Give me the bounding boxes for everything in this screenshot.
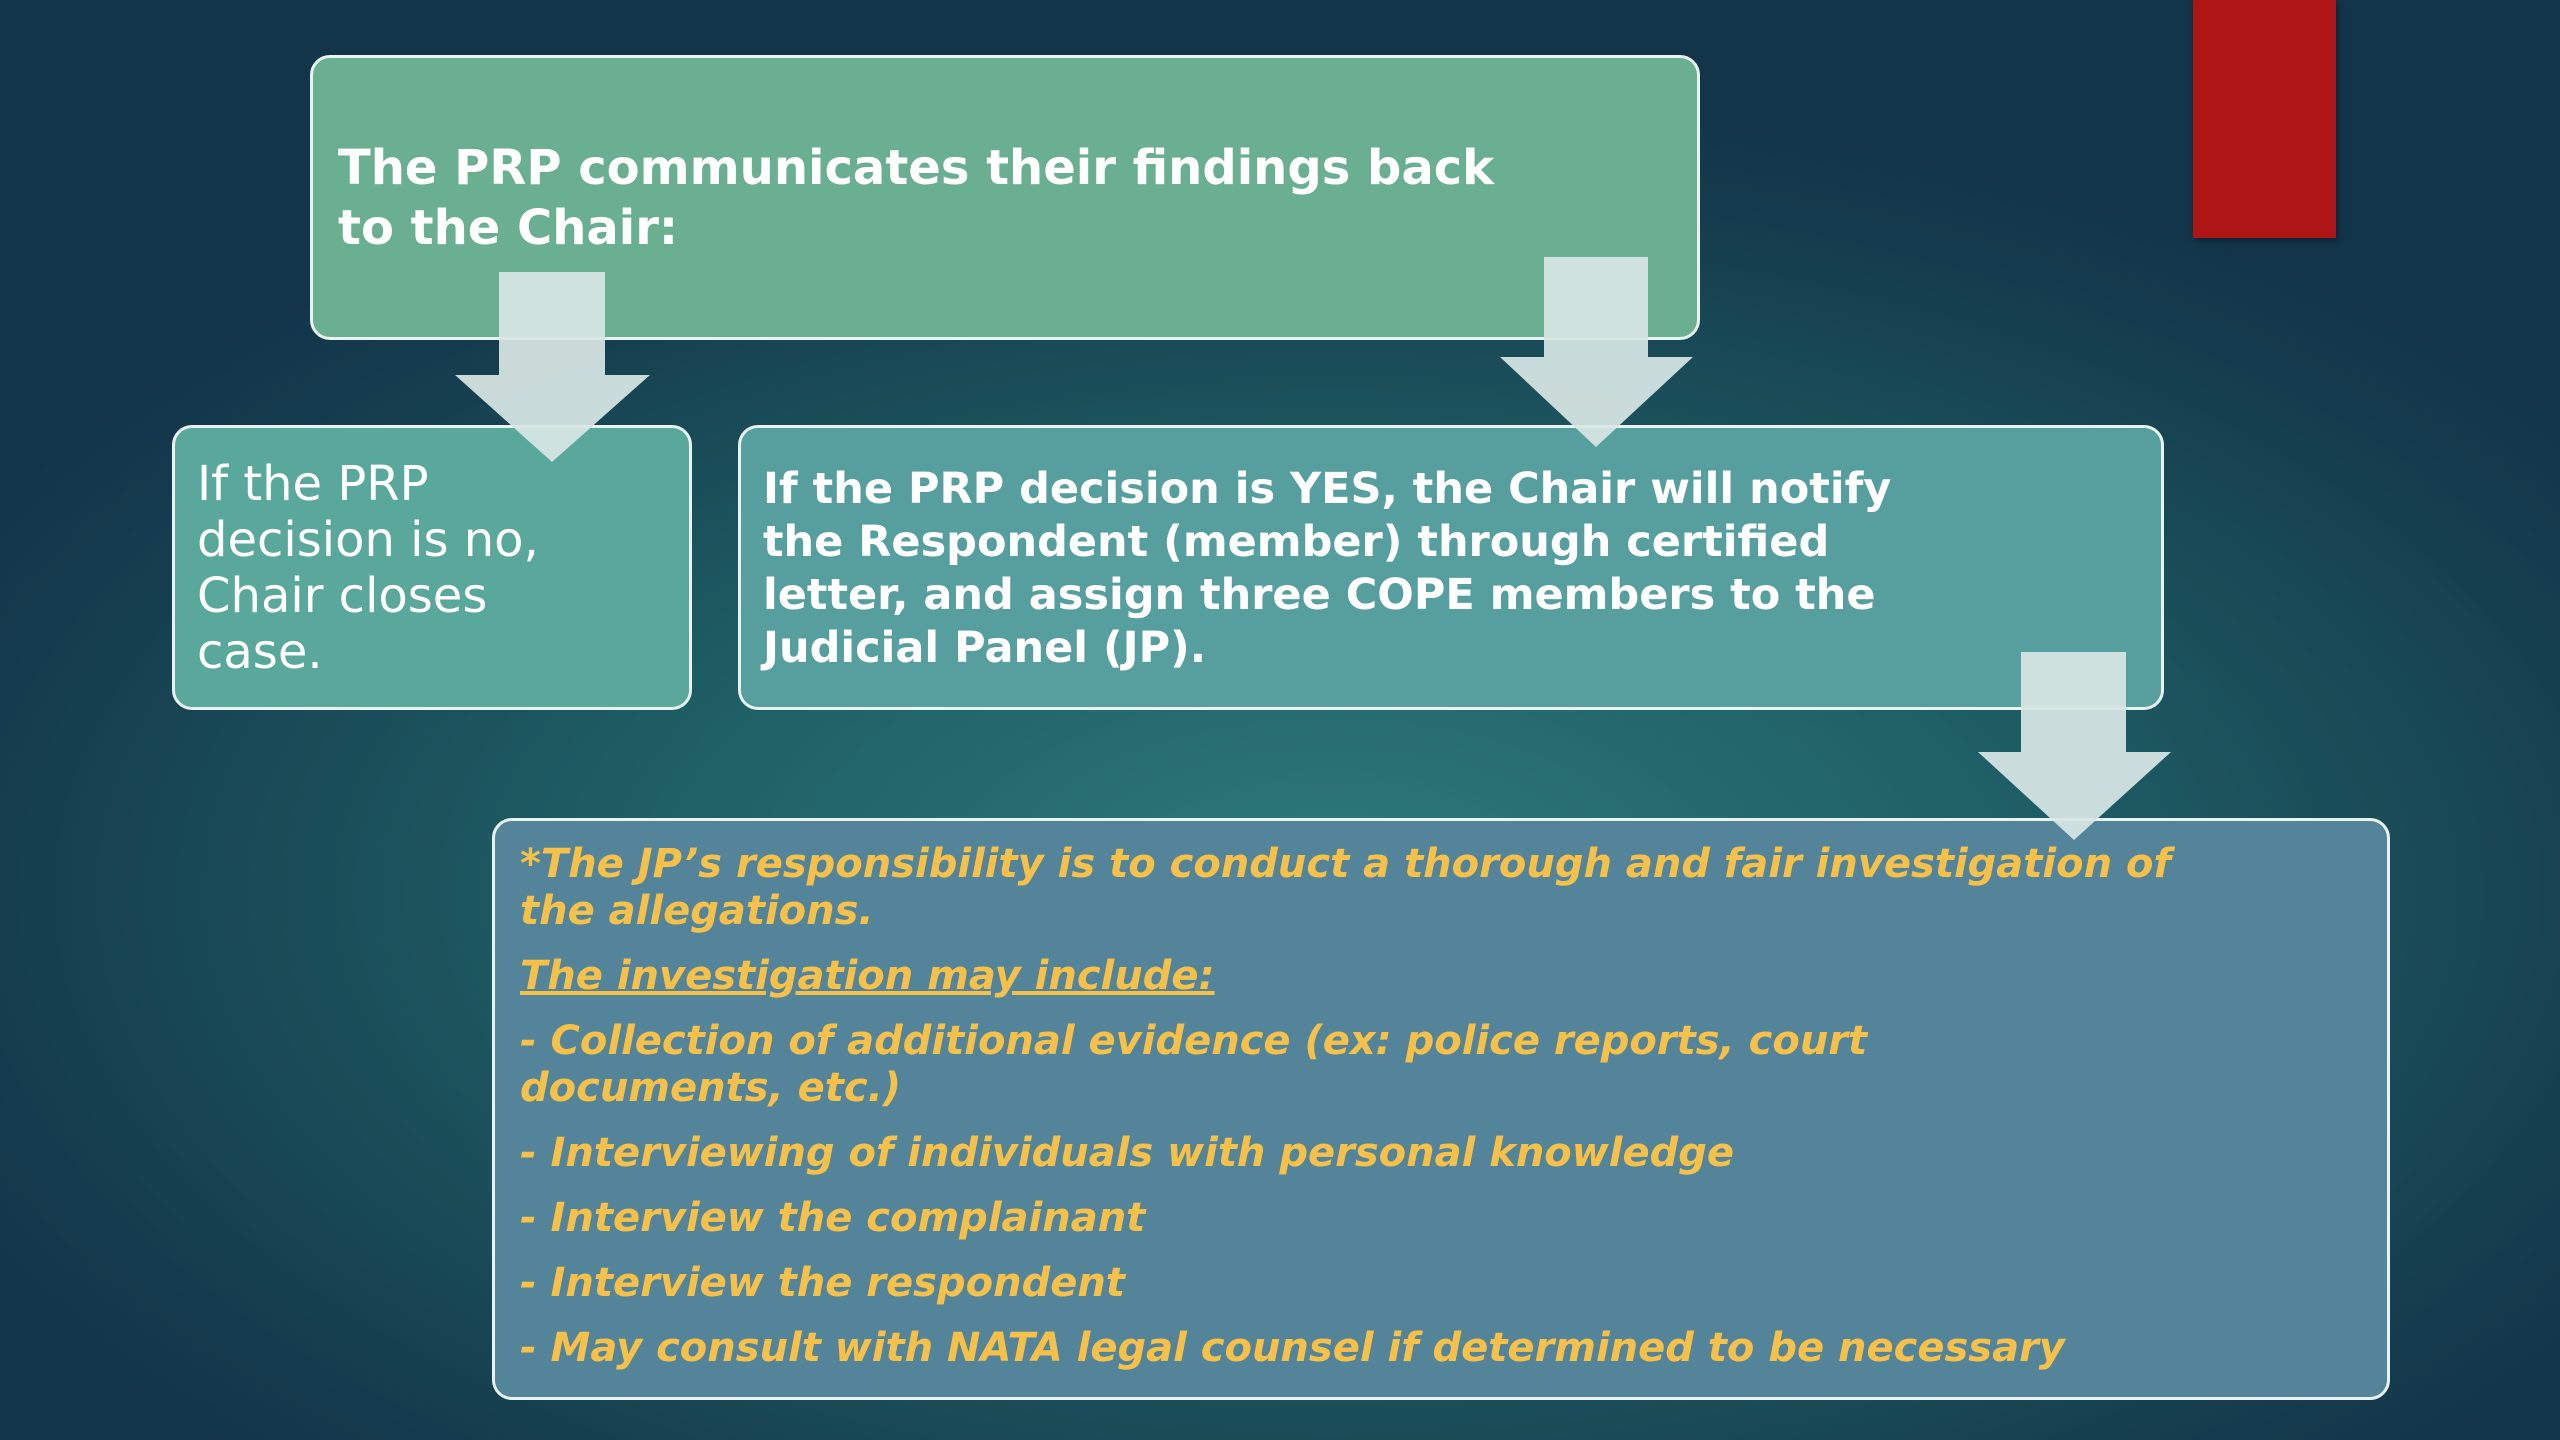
- investigation-item: - Interview the respondent: [520, 1260, 1125, 1306]
- arrow-to-investigation: [1978, 652, 2171, 840]
- investigation-box: *The JP’s responsibility is to conduct a…: [492, 818, 2390, 1400]
- investigation-item: - May consult with NATA legal counsel if…: [520, 1325, 2065, 1371]
- arrow-down-icon: [1500, 257, 1693, 447]
- investigation-heading: The investigation may include:: [520, 953, 1215, 999]
- investigation-item: - Interviewing of individuals with perso…: [520, 1130, 1734, 1176]
- yes-decision-text: If the PRP decision is YES, the Chair wi…: [763, 464, 1892, 673]
- no-decision-box: If the PRP decision is no, Chair closes …: [172, 425, 692, 710]
- no-decision-text: If the PRP decision is no, Chair closes …: [197, 456, 539, 680]
- red-accent-bar: [2193, 0, 2336, 238]
- jp-responsibility-text: *The JP’s responsibility is to conduct a…: [520, 841, 2171, 934]
- yes-decision-box: If the PRP decision is YES, the Chair wi…: [738, 425, 2164, 710]
- findings-text: The PRP communicates their findings back…: [338, 140, 1495, 256]
- investigation-item: - Collection of additional evidence (ex:…: [520, 1018, 1868, 1111]
- arrow-to-yes-branch: [1500, 257, 1693, 447]
- arrow-down-icon: [455, 272, 650, 462]
- arrow-to-no-branch: [455, 272, 650, 462]
- investigation-item: - Interview the complainant: [520, 1195, 1146, 1241]
- arrow-down-icon: [1978, 652, 2171, 840]
